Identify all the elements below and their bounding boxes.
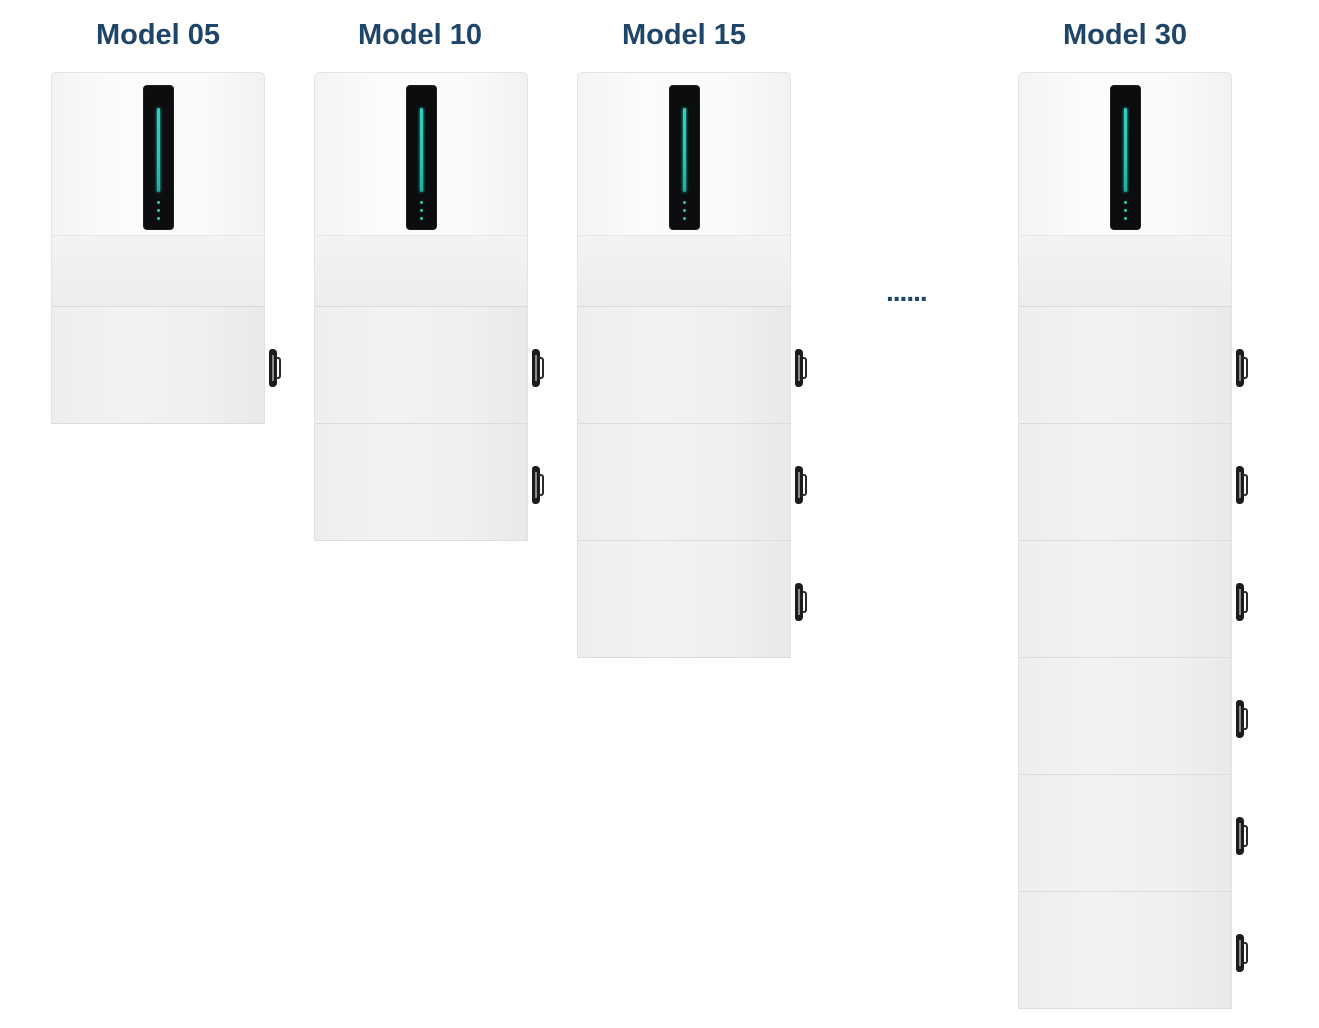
status-led-dot	[157, 209, 160, 212]
soc-led-bar	[683, 108, 686, 192]
battery-stack-model-05	[51, 72, 281, 424]
status-led-dot	[420, 209, 423, 212]
handle-icon	[1234, 349, 1248, 387]
battery-module	[577, 541, 807, 658]
battery-module	[1018, 307, 1248, 424]
handle-bracket	[1243, 474, 1248, 496]
battery-module	[577, 307, 807, 424]
battery-stack-model-15	[577, 72, 807, 658]
handle-highlight	[798, 589, 800, 615]
handle-icon	[1234, 466, 1248, 504]
status-led-dot	[157, 201, 160, 204]
battery-stack-model-10	[314, 72, 544, 541]
handle-highlight	[1239, 940, 1241, 966]
handle-icon	[793, 349, 807, 387]
battery-stack-model-30	[1018, 72, 1248, 1009]
battery-module	[314, 307, 544, 424]
controller-unit	[1018, 72, 1232, 235]
status-led-dot	[157, 217, 160, 220]
controller-unit	[314, 72, 528, 235]
soc-led-bar	[157, 108, 160, 192]
handle-bracket	[1243, 708, 1248, 730]
controller-cover	[314, 235, 528, 307]
handle-bracket	[539, 357, 544, 379]
handle-highlight	[1239, 355, 1241, 381]
handle-bracket	[1243, 357, 1248, 379]
soc-led-bar	[1124, 108, 1127, 192]
handle-icon	[793, 466, 807, 504]
model-title-05: Model 05	[95, 19, 221, 51]
status-led-dot	[420, 217, 423, 220]
handle-icon	[1234, 583, 1248, 621]
battery-module	[51, 307, 281, 424]
handle-bracket	[276, 357, 281, 379]
status-led-dot	[1124, 201, 1127, 204]
status-led-dot	[683, 217, 686, 220]
status-led-dot	[1124, 209, 1127, 212]
handle-highlight	[535, 472, 537, 498]
handle-highlight	[1239, 589, 1241, 615]
model-title-30: Model 30	[1062, 19, 1188, 51]
handle-bracket	[1243, 825, 1248, 847]
battery-module	[577, 424, 807, 541]
status-led-dot	[683, 209, 686, 212]
handle-highlight	[272, 355, 274, 381]
handle-bracket	[1243, 942, 1248, 964]
handle-bracket	[802, 474, 807, 496]
status-led-dot	[420, 201, 423, 204]
handle-highlight	[535, 355, 537, 381]
controller-cover	[1018, 235, 1232, 307]
handle-bracket	[802, 357, 807, 379]
status-led-dot	[683, 201, 686, 204]
battery-module	[1018, 658, 1248, 775]
status-display-panel	[1111, 86, 1140, 229]
status-display-panel	[670, 86, 699, 229]
handle-bracket	[1243, 591, 1248, 613]
soc-led-bar	[420, 108, 423, 192]
handle-icon	[267, 349, 281, 387]
ellipsis-more-models: ......	[886, 276, 928, 307]
handle-icon	[530, 466, 544, 504]
battery-module	[1018, 775, 1248, 892]
handle-highlight	[1239, 706, 1241, 732]
handle-icon	[1234, 700, 1248, 738]
controller-unit	[51, 72, 265, 235]
handle-highlight	[798, 472, 800, 498]
battery-module	[314, 424, 544, 541]
battery-module	[1018, 541, 1248, 658]
handle-bracket	[539, 474, 544, 496]
battery-module	[1018, 892, 1248, 1009]
handle-bracket	[802, 591, 807, 613]
handle-icon	[1234, 817, 1248, 855]
handle-icon	[1234, 934, 1248, 972]
model-title-15: Model 15	[621, 19, 747, 51]
controller-cover	[577, 235, 791, 307]
controller-unit	[577, 72, 791, 235]
battery-module	[1018, 424, 1248, 541]
handle-highlight	[1239, 472, 1241, 498]
status-display-panel	[407, 86, 436, 229]
controller-cover	[51, 235, 265, 307]
model-title-10: Model 10	[357, 19, 483, 51]
handle-icon	[793, 583, 807, 621]
status-display-panel	[144, 86, 173, 229]
handle-highlight	[1239, 823, 1241, 849]
status-led-dot	[1124, 217, 1127, 220]
handle-icon	[530, 349, 544, 387]
handle-highlight	[798, 355, 800, 381]
